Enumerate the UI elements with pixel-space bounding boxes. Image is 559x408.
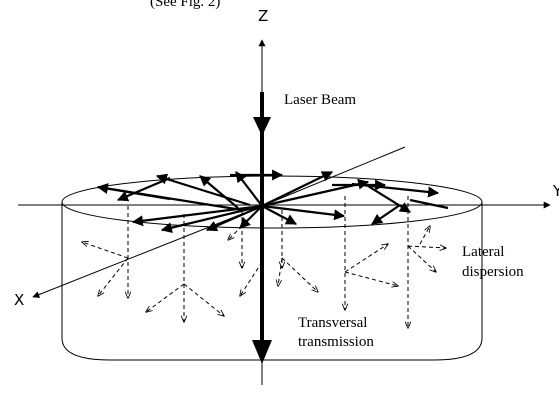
- surface-arrow: [261, 205, 297, 225]
- dashed-arrow: [419, 226, 430, 245]
- dashed-arrow: [228, 225, 243, 240]
- dashed-arrow: [278, 257, 283, 286]
- surface-arrow: [160, 204, 263, 234]
- surface-arrow: [261, 204, 346, 221]
- surface-arrow: [351, 182, 440, 198]
- dashed-arrow: [240, 261, 263, 296]
- dashed-arrow: [98, 257, 129, 296]
- surface-arrow: [116, 176, 171, 202]
- dashed-arrow: [407, 246, 446, 248]
- y-axis-label: Y: [552, 182, 559, 200]
- dashed-arrow: [281, 257, 318, 292]
- x-axis-back: [261, 146, 406, 207]
- surface-arrow: [155, 173, 251, 207]
- surface-arrow: [131, 204, 263, 227]
- laser-beam-arrowhead-top: [253, 117, 271, 136]
- lateral-dispersion-label-line2: dispersion: [462, 264, 524, 280]
- dashed-arrow: [407, 245, 436, 272]
- cylinder-bottom-front: [61, 337, 483, 361]
- surface-arrow: [261, 171, 333, 207]
- surface-arrow: [199, 175, 239, 209]
- dashed-arrow: [344, 271, 398, 286]
- laser-beam: [252, 92, 272, 364]
- laser-beam-label: Laser Beam: [284, 92, 356, 108]
- z-axis-label: Z: [258, 7, 268, 25]
- transversal-transmission-label-line2: transmission: [298, 334, 374, 350]
- dashed-arrow: [82, 242, 129, 259]
- surface-arrow: [409, 198, 449, 210]
- caption-fragment: (See Fig. 2): [150, 0, 220, 10]
- x-axis: [32, 205, 263, 298]
- dashed-arrow: [344, 244, 388, 273]
- dashed-arrows: [82, 196, 446, 328]
- surface-arrow: [205, 204, 263, 232]
- surface-arrow: [239, 205, 263, 229]
- dashed-arrow: [146, 283, 185, 312]
- x-axis-label: X: [14, 291, 24, 309]
- surface-arrows: [96, 169, 449, 234]
- surface-arrow: [367, 185, 411, 213]
- surface-arrow: [235, 171, 263, 207]
- transversal-transmission-label-line1: Transversal: [298, 315, 367, 331]
- dashed-arrow: [183, 283, 224, 316]
- surface-arrow: [371, 204, 401, 225]
- lateral-dispersion-label-line1: Lateral: [462, 244, 504, 260]
- laser-beam-arrowhead-bottom: [252, 340, 272, 364]
